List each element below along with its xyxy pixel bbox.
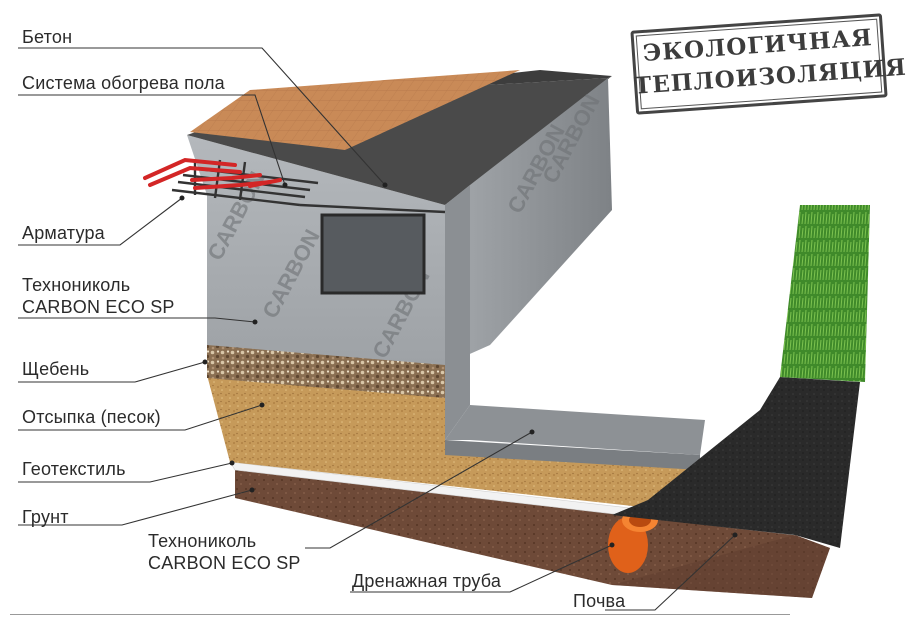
marker-heating xyxy=(282,182,288,188)
floor-heating-pipes xyxy=(143,157,282,190)
foundation-wall-front xyxy=(187,135,445,365)
marker-insulation xyxy=(252,319,258,325)
marker-rebar xyxy=(179,195,185,201)
label-insulation-top: Технониколь CARBON ECO SP xyxy=(22,274,175,318)
label-insulation-top-line1: Технониколь xyxy=(22,275,131,295)
label-rebar: Арматура xyxy=(22,223,105,243)
label-insulation-top-line2: CARBON ECO SP xyxy=(22,297,175,317)
label-topsoil: Почва xyxy=(573,591,626,611)
floor-tile xyxy=(190,70,520,150)
marker-geotextile xyxy=(229,460,235,466)
marker-topsoil xyxy=(732,532,738,538)
insulation-board-side xyxy=(445,78,612,365)
label-drain-pipe: Дренажная труба xyxy=(352,571,502,591)
label-concrete: Бетон xyxy=(22,27,73,47)
marker-drain xyxy=(609,542,615,548)
label-geotextile: Геотекстиль xyxy=(22,459,126,479)
marker-concrete xyxy=(382,182,388,188)
eco-insulation-stamp: ЭКОЛОГИЧНАЯ ТЕПЛОИЗОЛЯЦИЯ xyxy=(630,13,907,115)
label-insulation-bottom-line2: CARBON ECO SP xyxy=(148,553,301,573)
footer-divider xyxy=(10,614,790,615)
label-insulation-bottom: Технониколь CARBON ECO SP xyxy=(148,530,301,574)
marker-gravel xyxy=(202,359,208,365)
label-crushed-stone: Щебень xyxy=(22,359,90,379)
topsoil-layer xyxy=(612,377,860,548)
marker-ground xyxy=(249,487,255,493)
label-sand-fill: Отсыпка (песок) xyxy=(22,407,161,427)
rebar-cage xyxy=(320,213,426,295)
label-insulation-bottom-line1: Технониколь xyxy=(148,531,257,551)
marker-sand xyxy=(259,402,265,408)
leader-lines xyxy=(18,47,736,611)
label-soil: Грунт xyxy=(22,507,69,527)
crushed-stone-layer xyxy=(207,343,445,398)
insulation-board-horizontal xyxy=(445,405,705,455)
ground-layer xyxy=(235,468,830,598)
insulation-board-vertical xyxy=(445,185,470,440)
label-floor-heating: Система обогрева пола xyxy=(22,73,225,93)
marker-insulation-bottom xyxy=(529,429,535,435)
grass-layer xyxy=(780,205,870,382)
